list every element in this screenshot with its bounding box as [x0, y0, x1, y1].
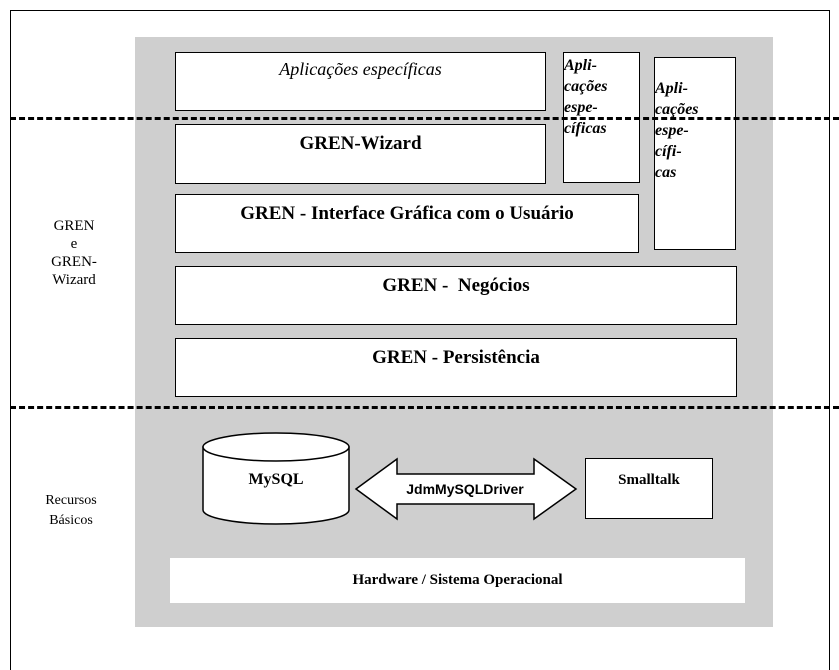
double-arrow-icon — [354, 457, 578, 521]
diagram-frame — [10, 10, 830, 670]
persistence-layer-box: GREN - Persistência — [175, 338, 737, 397]
apps-small-2-line-1: Apli- — [655, 80, 688, 97]
hardware-box: Hardware / Sistema Operacional — [170, 558, 745, 603]
apps-small-1-line-4: cíficas — [564, 120, 607, 137]
apps-small-2-line-4: cífi- — [655, 143, 682, 160]
driver-label: JdmMySQLDriver — [406, 481, 524, 497]
persistence-layer-label: GREN - Persistência — [372, 347, 540, 368]
lower-side-label: Recursos Básicos — [36, 491, 106, 531]
apps-main-box: Aplicações específicas — [175, 52, 546, 111]
apps-small-2-line-5: cas — [655, 164, 677, 181]
smalltalk-box: Smalltalk — [585, 458, 713, 519]
apps-small-1-line-3: espe- — [564, 99, 598, 116]
wizard-layer-box: GREN-Wizard — [175, 124, 546, 184]
mysql-label: MySQL — [248, 471, 304, 488]
resources-graphics — [202, 432, 578, 525]
upper-side-line-2: e — [70, 236, 78, 252]
apps-main-label: Aplicações específicas — [279, 59, 442, 79]
lower-side-line-2: Básicos — [49, 513, 93, 528]
upper-side-line-4: Wizard — [52, 272, 96, 288]
apps-small-1-line-2: cações — [564, 78, 608, 95]
lower-side-line-1: Recursos — [45, 493, 97, 508]
hardware-label: Hardware / Sistema Operacional — [352, 572, 563, 588]
upper-side-line-3: GREN- — [51, 254, 97, 270]
gui-layer-label: GREN - Interface Gráfica com o Usuário — [240, 203, 574, 224]
upper-side-label: GREN e GREN- Wizard — [40, 217, 108, 289]
apps-small-2-line-3: espe- — [655, 122, 689, 139]
gui-layer-box: GREN - Interface Gráfica com o Usuário — [175, 194, 639, 253]
apps-small-box-2: Apli- cações espe- cífi- cas — [654, 57, 736, 250]
mysql-cylinder-icon — [202, 432, 350, 525]
business-layer-box: GREN - Negócios — [175, 266, 737, 325]
wizard-layer-label: GREN-Wizard — [299, 133, 422, 154]
upper-side-line-1: GREN — [53, 218, 95, 234]
smalltalk-label: Smalltalk — [618, 472, 680, 488]
apps-small-2-line-2: cações — [655, 101, 699, 118]
apps-small-1-line-1: Apli- — [564, 57, 597, 74]
business-layer-label: GREN - Negócios — [382, 275, 530, 296]
upper-divider — [10, 117, 839, 120]
lower-divider — [10, 406, 839, 409]
